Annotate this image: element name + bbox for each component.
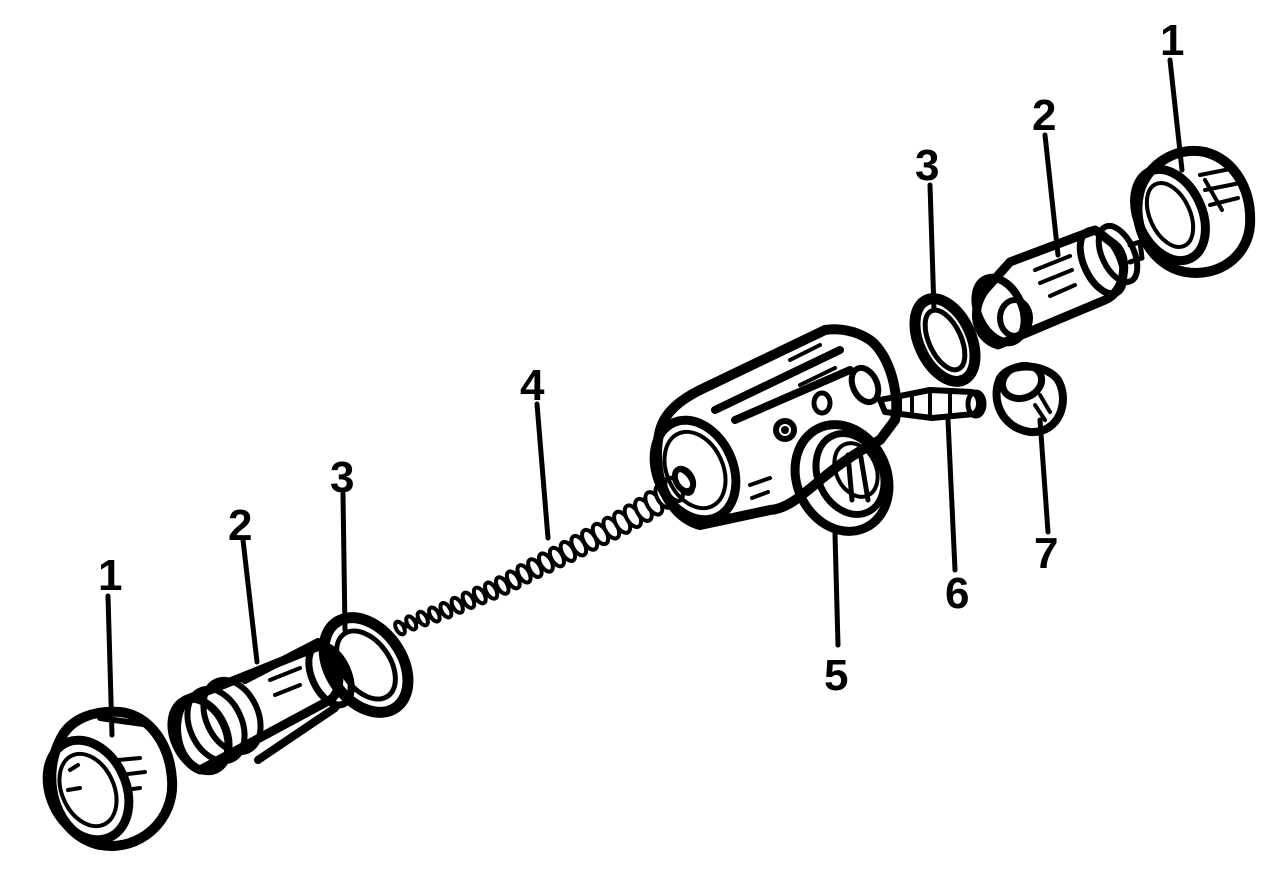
leader-left-cup bbox=[340, 491, 348, 633]
callout-spring: 4 bbox=[520, 361, 545, 410]
return-spring bbox=[393, 465, 697, 637]
spring-coil bbox=[415, 609, 430, 628]
leader-right-piston bbox=[1042, 132, 1061, 258]
spring-coil bbox=[471, 585, 488, 606]
spring-coil bbox=[449, 595, 465, 615]
leader-right-boot bbox=[1167, 57, 1185, 173]
left-piston-cup bbox=[318, 612, 414, 718]
leader-left-boot bbox=[105, 593, 115, 738]
callout-bleeder: 6 bbox=[945, 569, 969, 618]
right-dust-boot bbox=[1130, 145, 1256, 278]
left-piston bbox=[167, 638, 355, 776]
left-dust-boot bbox=[42, 706, 178, 851]
leader-lines bbox=[105, 57, 1185, 738]
leader-bleeder-cap bbox=[1037, 417, 1051, 535]
right-piston bbox=[971, 222, 1145, 350]
spring-coil bbox=[483, 580, 500, 601]
callout-housing: 5 bbox=[824, 651, 848, 700]
spring-coil bbox=[494, 575, 511, 596]
wheel-cylinder-housing bbox=[649, 324, 902, 536]
bleeder-screw bbox=[877, 387, 987, 421]
leader-bleeder bbox=[945, 417, 958, 573]
spring-coil bbox=[460, 590, 477, 610]
spring-coil bbox=[404, 614, 419, 632]
right-piston-cup bbox=[909, 293, 981, 387]
callout-bleeder-cap: 7 bbox=[1034, 529, 1058, 578]
leader-housing bbox=[832, 531, 841, 648]
leader-left-piston bbox=[240, 537, 260, 665]
spring-coil bbox=[427, 605, 442, 624]
spring-coil bbox=[393, 619, 407, 637]
callout-right-piston: 2 bbox=[1032, 91, 1056, 140]
spring-coil bbox=[438, 601, 454, 620]
callout-right-cup: 3 bbox=[915, 141, 939, 190]
callout-left-boot: 1 bbox=[98, 551, 122, 600]
bleeder-cap bbox=[992, 361, 1067, 437]
callout-left-piston: 2 bbox=[228, 501, 252, 550]
leader-spring bbox=[534, 401, 551, 541]
callout-right-boot: 1 bbox=[1160, 16, 1184, 65]
leader-right-cup bbox=[927, 182, 937, 313]
callout-left-cup: 3 bbox=[330, 453, 354, 502]
